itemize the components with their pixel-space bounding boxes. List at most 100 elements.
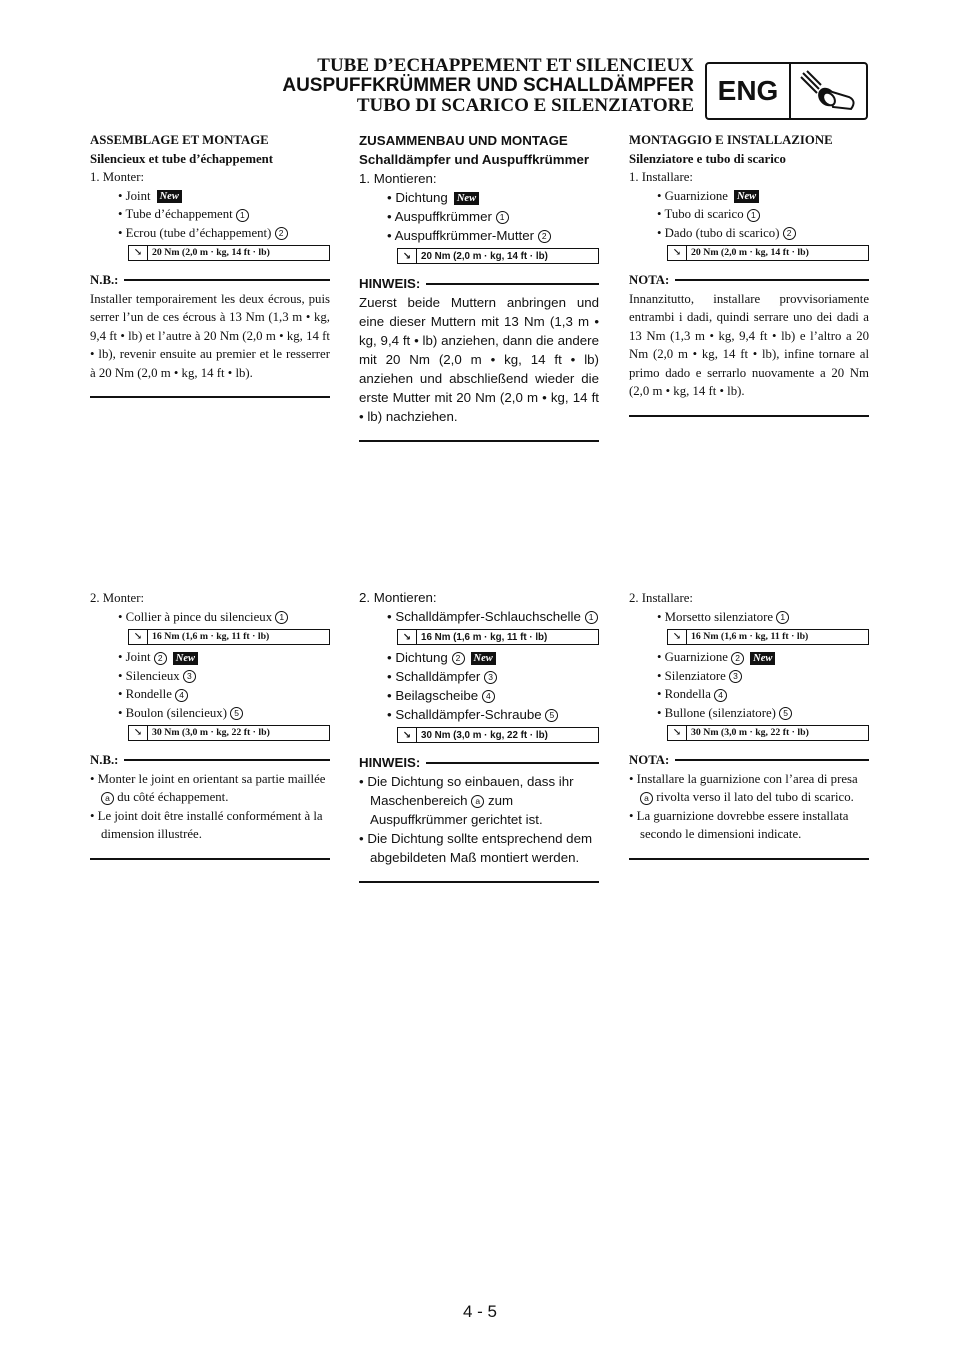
- page-header: TUBE D’ECHAPPEMENT ET SILENCIEUX AUSPUFF…: [282, 56, 694, 116]
- ref-num: 4: [175, 688, 189, 702]
- wrench-icon: ↘: [133, 246, 143, 258]
- torque-spec: ↘30 Nm (3,0 m · kg, 22 ft · lb): [128, 725, 330, 741]
- de-section-1: ZUSAMMENBAU UND MONTAGE Schalldämpfer un…: [359, 131, 599, 442]
- it-step-2-title: 2. Installare:: [629, 591, 693, 605]
- ref-num: 3: [182, 670, 196, 684]
- de-note-2-bullet-1: • Die Dichtung so einbauen, dass ihr Mas…: [359, 774, 574, 827]
- torque-spec: ↘16 Nm (1,6 m · kg, 11 ft · lb): [128, 629, 330, 645]
- ref-num: 2: [153, 651, 167, 665]
- torque-spec: ↘20 Nm (2,0 m · kg, 14 ft · lb): [667, 245, 869, 261]
- ref-num: 4: [481, 689, 495, 703]
- page-number: 4 - 5: [462, 1302, 498, 1321]
- new-badge: New: [470, 651, 496, 665]
- ref-num: 1: [584, 610, 598, 624]
- de-item-schelle: • Schalldämpfer-Schlauchschelle 1: [359, 607, 599, 626]
- de-item-beilagscheibe: • Beilagscheibe 4: [359, 686, 599, 705]
- it-item-dado: • Dado (tubo di scarico) 2: [629, 224, 869, 243]
- wrench-icon: ↘: [133, 630, 143, 642]
- ref-num: 4: [714, 688, 728, 702]
- divider: [359, 881, 599, 883]
- fr-item-boulon: • Boulon (silencieux) 5: [90, 704, 330, 723]
- title-it: TUBO DI SCARICO E SILENZIATORE: [356, 95, 694, 116]
- fr-note-1-header: N.B.:: [90, 271, 330, 290]
- de-note-2-bullet-2: • Die Dichtung sollte entsprechend dem a…: [359, 831, 593, 865]
- divider: [90, 396, 330, 398]
- ref-num: 2: [731, 651, 745, 665]
- torque-spec: ↘30 Nm (3,0 m · kg, 22 ft · lb): [397, 727, 599, 743]
- wrench-icon: ↘: [402, 729, 412, 741]
- it-subheading: Silenziatore e tubo di scarico: [629, 151, 786, 166]
- fr-step-1-title: 1. Monter:: [90, 170, 145, 184]
- torque-spec: ↘20 Nm (2,0 m · kg, 14 ft · lb): [397, 248, 599, 264]
- new-badge: New: [733, 190, 760, 204]
- de-item-schraube: • Schalldämpfer-Schraube 5: [359, 705, 599, 724]
- de-step-1-title: 1. Montieren:: [359, 171, 437, 186]
- divider: [90, 857, 330, 860]
- torque-spec: ↘20 Nm (2,0 m · kg, 14 ft · lb): [128, 245, 330, 261]
- ref-num: 3: [484, 670, 498, 684]
- ref-num: 2: [274, 227, 288, 241]
- fr-item-ecrou: • Ecrou (tube d’échappement) 2: [90, 224, 330, 243]
- it-step-1-title: 1. Installare:: [629, 170, 693, 184]
- de-step-2-title: 2. Montieren:: [359, 590, 437, 605]
- it-note-2-bullet-2: • La guarnizione dovrebbe essere install…: [629, 808, 849, 842]
- wrench-icon: ↘: [402, 631, 412, 643]
- divider: [359, 440, 599, 442]
- it-note-1-text: Innanzitutto, installare provvisoriament…: [629, 291, 869, 399]
- ref-letter: a: [101, 791, 114, 805]
- divider: [629, 414, 869, 417]
- title-fr: TUBE D’ECHAPPEMENT ET SILENCIEUX: [317, 55, 694, 76]
- fr-note-2-bullet-1: • Monter le joint en orientant sa partie…: [90, 771, 326, 805]
- fr-item-rondelle: • Rondelle 4: [90, 685, 330, 704]
- ref-letter: a: [471, 794, 485, 808]
- it-item-rondella: • Rondella 4: [629, 685, 869, 704]
- fr-item-collier: • Collier à pince du silencieux 1: [90, 608, 330, 627]
- it-note-2-bullet-1: • Installare la guarnizione con l’area d…: [629, 771, 858, 805]
- de-item-mutter: • Auspuffkrümmer-Mutter 2: [359, 226, 599, 245]
- fr-step-2-title: 2. Monter:: [90, 591, 145, 605]
- wrench-icon: ↘: [133, 726, 143, 738]
- it-note-2-header: NOTA:: [629, 751, 869, 770]
- ref-num: 2: [782, 227, 796, 241]
- de-subheading: Schalldämpfer und Auspuffkrümmer: [359, 152, 590, 167]
- ref-num: 1: [746, 208, 760, 222]
- fr-heading: ASSEMBLAGE ET MONTAGE: [90, 133, 269, 147]
- fr-section-1: ASSEMBLAGE ET MONTAGE Silencieux et tube…: [90, 131, 330, 398]
- it-item-bullone: • Bullone (silenziatore) 5: [629, 704, 869, 723]
- wrench-icon: ↘: [672, 726, 682, 738]
- ref-letter: a: [640, 791, 653, 805]
- de-heading: ZUSAMMENBAU UND MONTAGE: [359, 133, 568, 148]
- ref-num: 5: [779, 707, 793, 721]
- ref-num: 5: [230, 707, 244, 721]
- wrench-icon: ↘: [402, 250, 412, 262]
- de-item-kruemmer: • Auspuffkrümmer 1: [359, 207, 599, 226]
- divider: [629, 857, 869, 860]
- ref-num: 1: [235, 208, 249, 222]
- de-note-1-header: HINWEIS:: [359, 274, 599, 293]
- wrench-icon: ↘: [672, 246, 682, 258]
- torque-spec: ↘16 Nm (1,6 m · kg, 11 ft · lb): [667, 629, 869, 645]
- it-item-tubo: • Tubo di scarico 1: [629, 205, 869, 224]
- fr-item-tube: • Tube d’échappement 1: [90, 205, 330, 224]
- ref-num: 5: [545, 708, 559, 722]
- new-badge: New: [453, 191, 480, 205]
- new-badge: New: [750, 651, 776, 665]
- it-heading: MONTAGGIO E INSTALLAZIONE: [629, 133, 833, 147]
- section-badge: ENG: [705, 62, 868, 120]
- fr-section-2: 2. Monter: • Collier à pince du silencie…: [90, 589, 330, 860]
- it-note-1-header: NOTA:: [629, 271, 869, 290]
- torque-spec: ↘16 Nm (1,6 m · kg, 11 ft · lb): [397, 629, 599, 645]
- new-badge: New: [172, 651, 199, 665]
- de-note-2-header: HINWEIS:: [359, 753, 599, 772]
- fr-note-2-bullet-2: • Le joint doit être installé conforméme…: [90, 808, 323, 842]
- wrench-icon: ↘: [672, 630, 682, 642]
- it-section-1: MONTAGGIO E INSTALLAZIONE Silenziatore e…: [629, 131, 869, 417]
- ref-num: 3: [729, 670, 742, 684]
- torque-spec: ↘30 Nm (3,0 m · kg, 22 ft · lb): [667, 725, 869, 741]
- fr-note-2-header: N.B.:: [90, 751, 330, 770]
- it-item-morsetto: • Morsetto silenziatore 1: [629, 608, 869, 627]
